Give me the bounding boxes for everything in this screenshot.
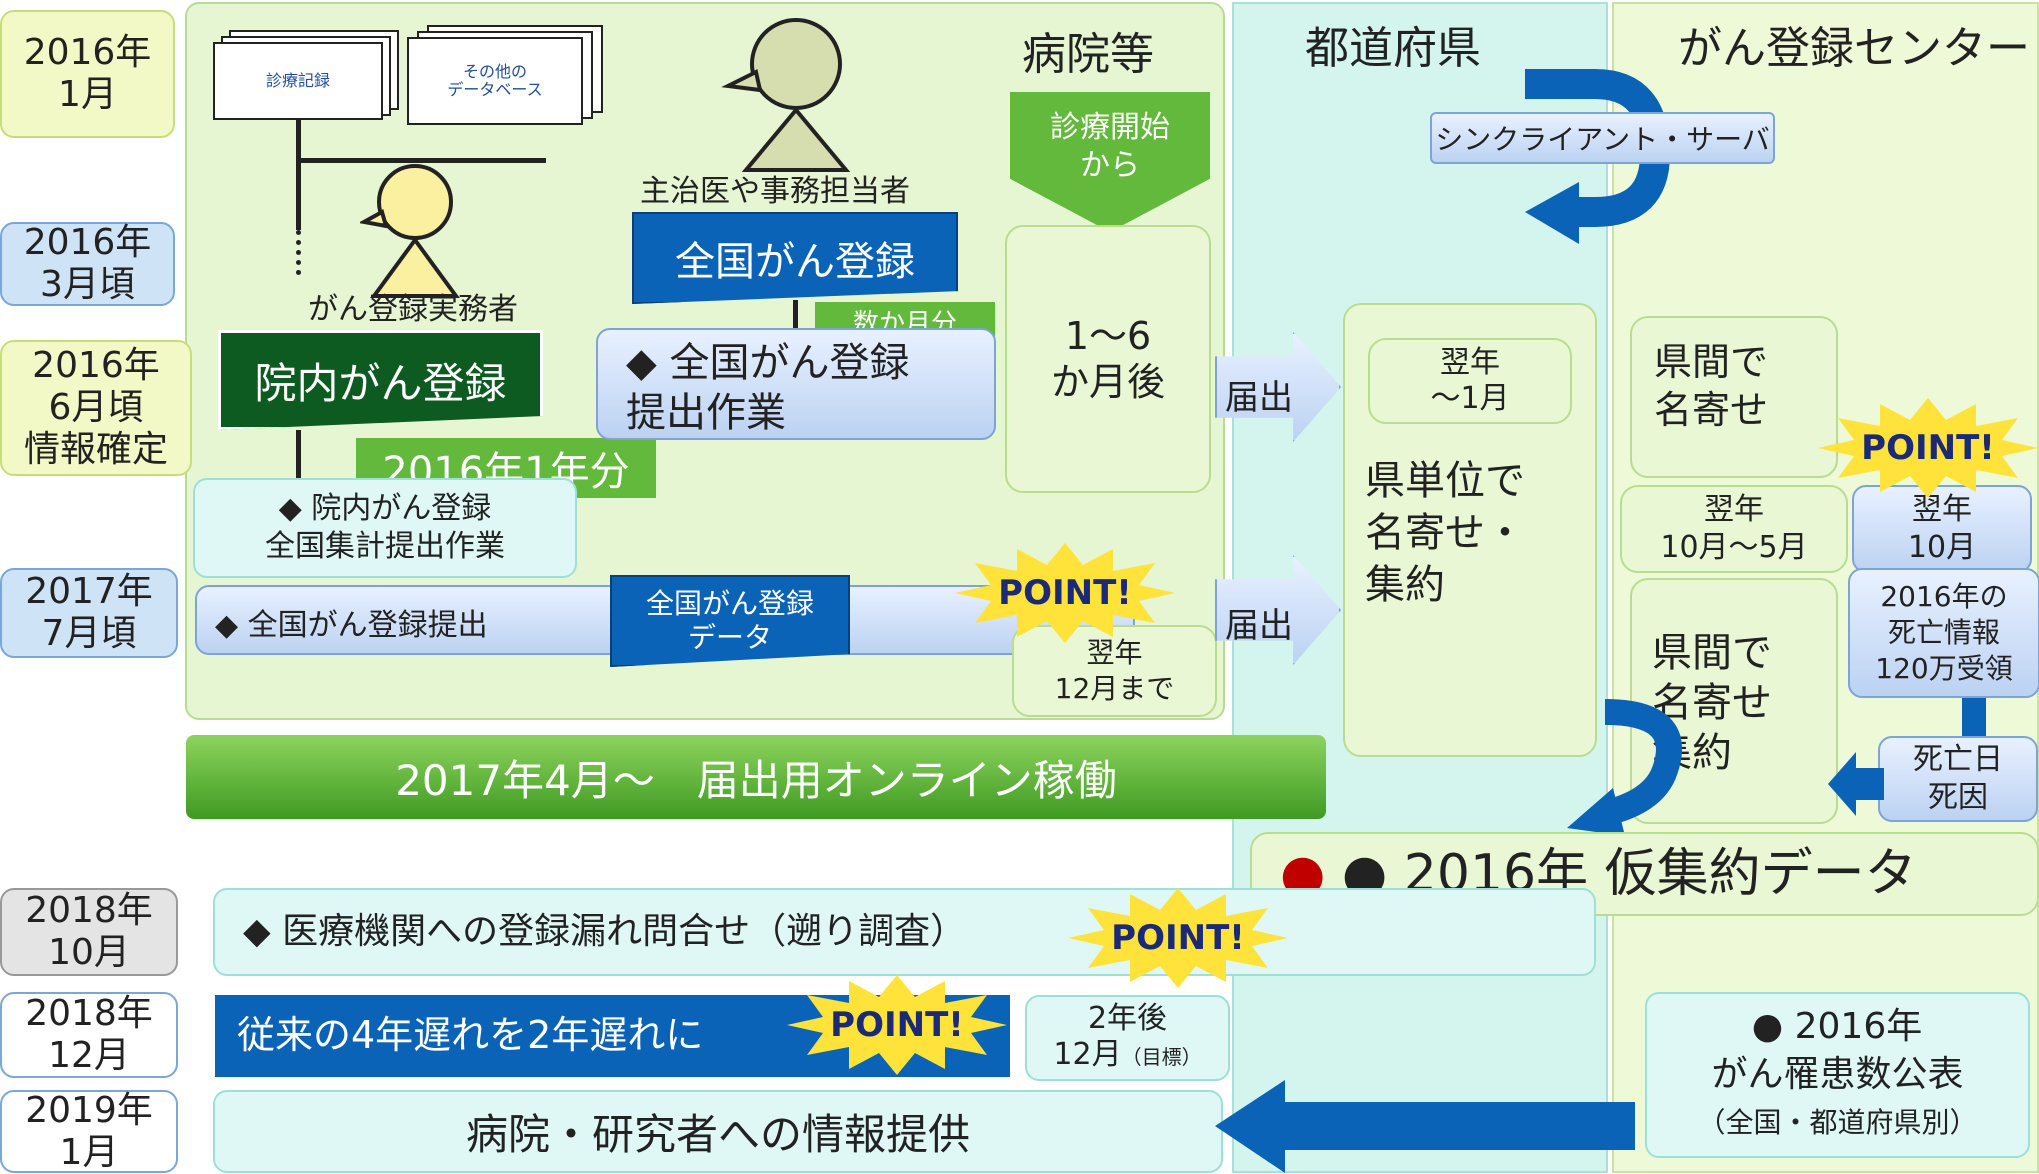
- notify-label-1: 届出: [1225, 378, 1293, 418]
- national-data-doc: 全国がん登録 データ: [610, 575, 850, 667]
- dotted-connector: [296, 220, 301, 275]
- medical-records-label: 診療記録: [213, 42, 383, 120]
- aggregate-work-box: ◆ 院内がん登録 全国集計提出作業: [193, 478, 577, 578]
- after-months-box: 1〜6 か月後: [1005, 225, 1211, 493]
- timeline-2019-01: 2019年 1月: [0, 1090, 178, 1173]
- publication-line2: がん罹患数公表: [1711, 1054, 1964, 1095]
- online-operation-bar: 2017年4月〜 届出用オンライン稼働: [186, 735, 1326, 819]
- registry-staff-label: がん登録実務者: [308, 292, 518, 327]
- connector-line: [296, 430, 301, 480]
- start-arrow-label: 診療開始 から: [1050, 110, 1170, 183]
- notify-label-2: 届出: [1225, 606, 1293, 646]
- point-burst-2: POINT!: [1818, 398, 2038, 498]
- timeline-2018-12: 2018年 12月: [0, 992, 178, 1078]
- death-fields-box: 死亡日 死因: [1878, 736, 2038, 822]
- timeline-2016-01: 2016年 1月: [0, 10, 175, 138]
- point-burst-4: POINT!: [787, 975, 1007, 1075]
- next-year-oct-may: 翌年 10月〜5月: [1620, 485, 1848, 573]
- connector-line: [1962, 698, 1986, 738]
- doctor-label: 主治医や事務担当者: [640, 174, 910, 209]
- client-server-box: シンクライアント・サーバ: [1430, 112, 1775, 164]
- two-years-later-label: 2年後: [1087, 1001, 1168, 1036]
- deadline-box: 翌年 12月まで: [1012, 625, 1217, 717]
- national-submit-work-box: ◆ 全国がん登録 提出作業: [596, 328, 996, 440]
- two-years-later-month: 12月: [1053, 1037, 1122, 1072]
- inquiry-box: ◆ 医療機関への登録漏れ問合せ（遡り調査）: [213, 888, 1596, 976]
- point-burst-1: POINT!: [955, 543, 1175, 643]
- death-info-box: 2016年の 死亡情報 120万受領: [1848, 568, 2039, 698]
- info-provision-box: 病院・研究者への情報提供: [213, 1090, 1223, 1173]
- arrow-left-large-icon: [1215, 1080, 1635, 1173]
- doctor-icon: [721, 18, 851, 172]
- prefecture-aggregate-label: 県単位で 名寄せ・ 集約: [1365, 458, 1525, 608]
- registry-staff-icon: [360, 164, 460, 298]
- next-year-oct: 翌年 10月: [1852, 485, 2032, 573]
- connector-line: [793, 300, 798, 330]
- connector-line: [296, 158, 546, 163]
- target-note: （目標）: [1121, 1045, 1202, 1069]
- hospital-column-title: 病院等: [1022, 29, 1154, 80]
- publication-line3: （全国・都道府県別）: [1697, 1106, 1978, 1139]
- in-hospital-registry-doc: 院内がん登録: [218, 330, 543, 430]
- other-database-doc: その他の データベース: [407, 25, 607, 125]
- publication-line1: ●● 2016年: [1751, 1006, 1923, 1047]
- timeline-2017-07: 2017年 7月頃: [0, 568, 178, 658]
- prefecture-next-year: 翌年 〜1月: [1368, 338, 1572, 424]
- arrow-left-icon: [1828, 752, 1884, 816]
- connector-line: [296, 115, 301, 230]
- publication-box: ●● 2016年 がん罹患数公表 （全国・都道府県別）: [1645, 992, 2030, 1158]
- timeline-2016-03: 2016年 3月頃: [0, 222, 175, 306]
- prefecture-column-title: 都道府県: [1305, 23, 1481, 74]
- inter-pref-box-1: 県間で 名寄せ: [1630, 316, 1838, 478]
- curved-arrow-icon: [1567, 699, 1682, 836]
- medical-records-doc: 診療記録: [213, 30, 403, 120]
- center-column-title: がん登録センター: [1678, 23, 2030, 74]
- national-registry-doc: 全国がん登録: [632, 212, 958, 304]
- national-submit-label: ◆ 全国がん登録提出: [215, 608, 488, 643]
- timeline-2016-06: 2016年 6月頃 情報確定: [0, 340, 192, 476]
- point-burst-3: POINT!: [1068, 888, 1288, 988]
- timeline-2018-10: 2018年 10月: [0, 888, 178, 976]
- other-database-label: その他の データベース: [407, 37, 583, 125]
- two-years-later-box: 2年後 12月（目標）: [1025, 995, 1230, 1081]
